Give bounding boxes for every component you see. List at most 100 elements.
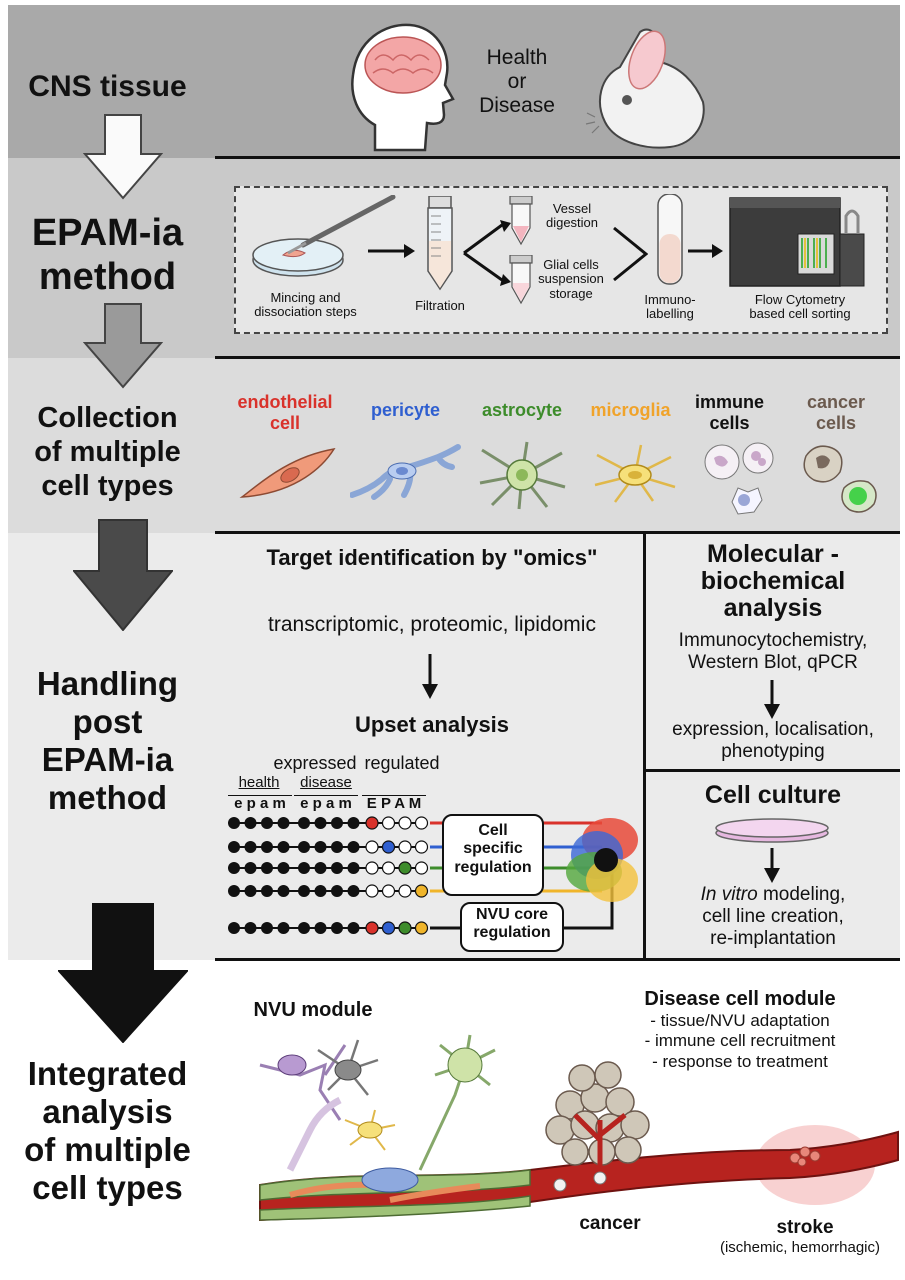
- disease-module-block: Disease cell module - tissue/NVU adaptat…: [600, 987, 880, 1072]
- flow-cytometer-icon: [729, 197, 865, 287]
- expressed-label: expressed: [273, 753, 357, 773]
- expressed-dot: [244, 817, 257, 829]
- expressed-dot: [298, 841, 310, 853]
- expressed-dot: [331, 841, 343, 853]
- celltype-endothelial-label: endothelial cell: [220, 392, 350, 433]
- disease-module-item: - tissue/NVU adaptation: [650, 1011, 830, 1030]
- stage-cns-tissue: CNS tissue: [28, 70, 187, 103]
- regulated-dot: [414, 840, 429, 854]
- labelling-tube-icon: [657, 194, 683, 285]
- human-brain-icon: [351, 23, 455, 152]
- culture-outputs: In vitro modeling, cell line creation, r…: [648, 884, 898, 950]
- regulated-dot: [365, 884, 379, 898]
- health-label: health: [238, 774, 280, 791]
- expressed-dot: [347, 817, 360, 829]
- expressed-dot: [261, 862, 273, 874]
- label-line: expression, localisation,: [672, 719, 874, 740]
- glial-storage-label: Glial cells suspension storage: [527, 257, 615, 301]
- celltype-immune-label: immune cells: [692, 392, 767, 433]
- cell-culture-title: Cell culture: [704, 781, 842, 809]
- label-line: dissociation steps: [254, 304, 357, 320]
- regulated-dot: [365, 840, 379, 854]
- arrow-right-icon: [688, 244, 723, 258]
- label-line: cell line creation,: [702, 905, 844, 927]
- label-line: analysis: [723, 594, 823, 622]
- expressed-dot: [298, 817, 310, 829]
- label-line: storage: [549, 285, 593, 301]
- split-arrow-icon: [463, 220, 511, 286]
- label-line: suspension: [538, 271, 604, 287]
- label-line: digestion: [545, 215, 599, 231]
- arrow-down-icon: [83, 303, 163, 389]
- vessel-digestion-label: Vessel digestion: [532, 201, 612, 231]
- label-line: regulation: [473, 924, 551, 942]
- regulated-dot: [398, 816, 412, 830]
- stage-line: Handling: [36, 665, 179, 702]
- arrow-down-small-icon: [764, 848, 780, 883]
- filter-tube-icon: [427, 196, 453, 291]
- arrow-down-small-icon: [422, 654, 438, 699]
- label-line: endothelial: [237, 392, 333, 412]
- omics-types: transcriptomic, proteomic, lipidomic: [268, 613, 596, 636]
- stage-line: method: [38, 255, 177, 298]
- expressed-dot: [347, 841, 360, 853]
- cancer-label: cancer: [579, 1213, 641, 1234]
- label-line: Immuno-: [644, 292, 696, 307]
- nvu-illustration: [259, 1034, 899, 1222]
- disease-module-title: Disease cell module: [644, 988, 836, 1010]
- separator-line: [215, 356, 900, 359]
- expressed-dot: [314, 817, 327, 829]
- mincing-label: Mincing and dissociation steps: [238, 290, 373, 320]
- regulated-dot: [365, 816, 379, 830]
- stage-line: cell types: [32, 1168, 183, 1206]
- expressed-dot: [314, 862, 327, 874]
- regulated-dot: [398, 861, 412, 875]
- health-epam-label: e p a m: [228, 795, 292, 813]
- stage-integrated: Integrated analysis of multiple cell typ…: [0, 1055, 215, 1207]
- cancer-cells-icon: [803, 445, 877, 513]
- label-line: Mincing and: [270, 290, 341, 305]
- immunolabelling-label: Immuno- labelling: [635, 292, 705, 322]
- label-line: specific: [463, 840, 523, 858]
- regulated-dot: [381, 921, 396, 935]
- cell-specific-regulation-box: Cell specific regulation: [442, 814, 544, 896]
- arrow-down-icon: [83, 114, 163, 200]
- disease-epam-label: e p a m: [294, 795, 358, 813]
- regulated-label: regulated: [364, 753, 440, 773]
- arrow-down-small-icon: [764, 680, 780, 719]
- endothelial-cell-icon: [239, 447, 336, 498]
- merge-arrow-icon: [613, 226, 648, 282]
- molecular-outputs: expression, localisation, phenotyping: [648, 719, 898, 763]
- label-line: based cell sorting: [749, 306, 851, 322]
- nvu-core-regulation-box: NVU core regulation: [460, 902, 564, 952]
- arrow-right-icon: [368, 244, 415, 258]
- label-line: cell: [269, 412, 301, 433]
- stage-line: EPAM-ia: [41, 740, 174, 778]
- regulated-dot: [414, 921, 429, 935]
- label-line: Health: [486, 46, 548, 69]
- stage-line: EPAM-ia: [31, 212, 184, 254]
- expressed-dot: [314, 885, 327, 897]
- stage-line: Collection: [37, 402, 178, 434]
- disease-label: disease: [300, 774, 352, 791]
- microglia-icon: [594, 444, 676, 503]
- regulated-dot: [381, 861, 396, 875]
- label-line: cancer: [806, 392, 866, 412]
- regulated-dot: [414, 816, 429, 830]
- label-line: regulation: [454, 858, 532, 876]
- expressed-dot: [261, 885, 273, 897]
- expressed-dot: [277, 841, 290, 853]
- expressed-dot: [228, 922, 240, 934]
- label-line: cells: [709, 412, 750, 433]
- petri-dish-scalpel-icon: [252, 195, 396, 277]
- label-line: immune: [694, 392, 764, 412]
- modeling-text: modeling,: [757, 884, 846, 905]
- upset-title: Upset analysis: [354, 712, 510, 737]
- separator-line: [215, 156, 900, 159]
- band-cns: [8, 5, 900, 158]
- expressed-dot: [277, 922, 290, 934]
- expressed-dot: [331, 885, 343, 897]
- vessel-tube-icon: [509, 196, 533, 246]
- separator-line: [215, 531, 900, 534]
- expressed-dot: [277, 862, 290, 874]
